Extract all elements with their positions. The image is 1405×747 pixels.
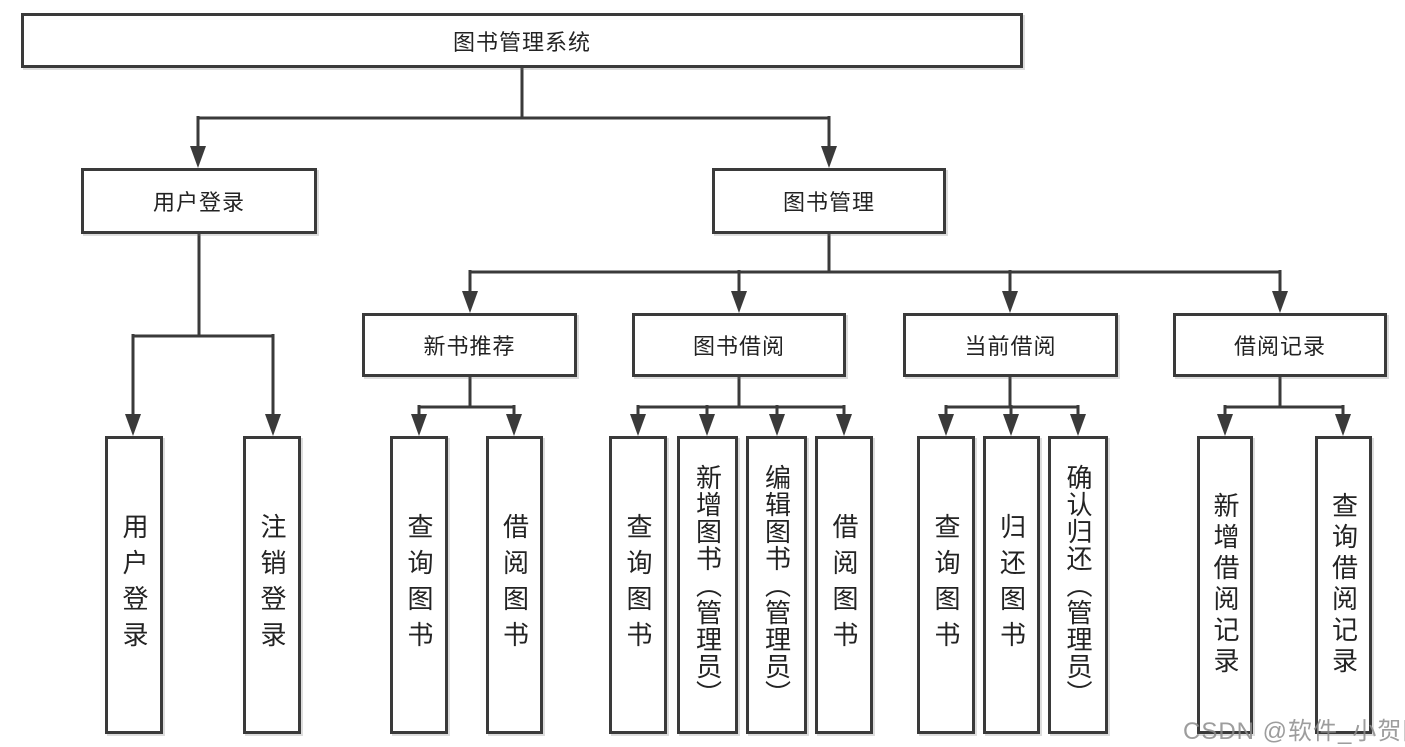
node-user-login: 用户登录 <box>81 168 317 234</box>
leaf-current-query: 查询图书 <box>917 436 975 734</box>
arrowheads <box>125 146 1351 436</box>
leaf-current-confirm: 确认归还（管理员） <box>1048 436 1108 734</box>
leaf-record-query: 查询借阅记录 <box>1315 436 1372 734</box>
leaf-borrow-add: 新增图书（管理员） <box>677 436 738 734</box>
node-user-login-label: 用户登录 <box>152 190 245 215</box>
node-book-borrow: 图书借阅 <box>632 313 846 377</box>
node-current-borrow: 当前借阅 <box>903 313 1118 377</box>
node-current-borrow-label: 当前借阅 <box>964 334 1057 359</box>
leaf-borrow-edit: 编辑图书（管理员） <box>746 436 807 734</box>
leaf-newbook-query: 查询图书 <box>390 436 448 734</box>
leaf-logout: 注销登录 <box>243 436 301 734</box>
node-borrow-record-label: 借阅记录 <box>1233 334 1326 359</box>
watermark: CSDN @软件_小贺同学 <box>1183 718 1405 745</box>
node-book-borrow-label: 图书借阅 <box>692 334 785 359</box>
node-book-management: 图书管理 <box>712 168 946 234</box>
node-root: 图书管理系统 <box>21 13 1023 68</box>
leaf-record-add: 新增借阅记录 <box>1197 436 1253 734</box>
node-book-management-label: 图书管理 <box>782 190 875 215</box>
node-new-book-recommend: 新书推荐 <box>362 313 577 377</box>
node-borrow-record: 借阅记录 <box>1173 313 1387 377</box>
leaf-current-return: 归还图书 <box>983 436 1040 734</box>
node-new-book-recommend-label: 新书推荐 <box>423 334 516 359</box>
node-root-label: 图书管理系统 <box>452 29 591 55</box>
leaf-user-login: 用户登录 <box>105 436 163 734</box>
leaf-newbook-borrow: 借阅图书 <box>486 436 543 734</box>
leaf-borrow-query: 查询图书 <box>609 436 667 734</box>
leaf-borrow-borrow: 借阅图书 <box>815 436 873 734</box>
